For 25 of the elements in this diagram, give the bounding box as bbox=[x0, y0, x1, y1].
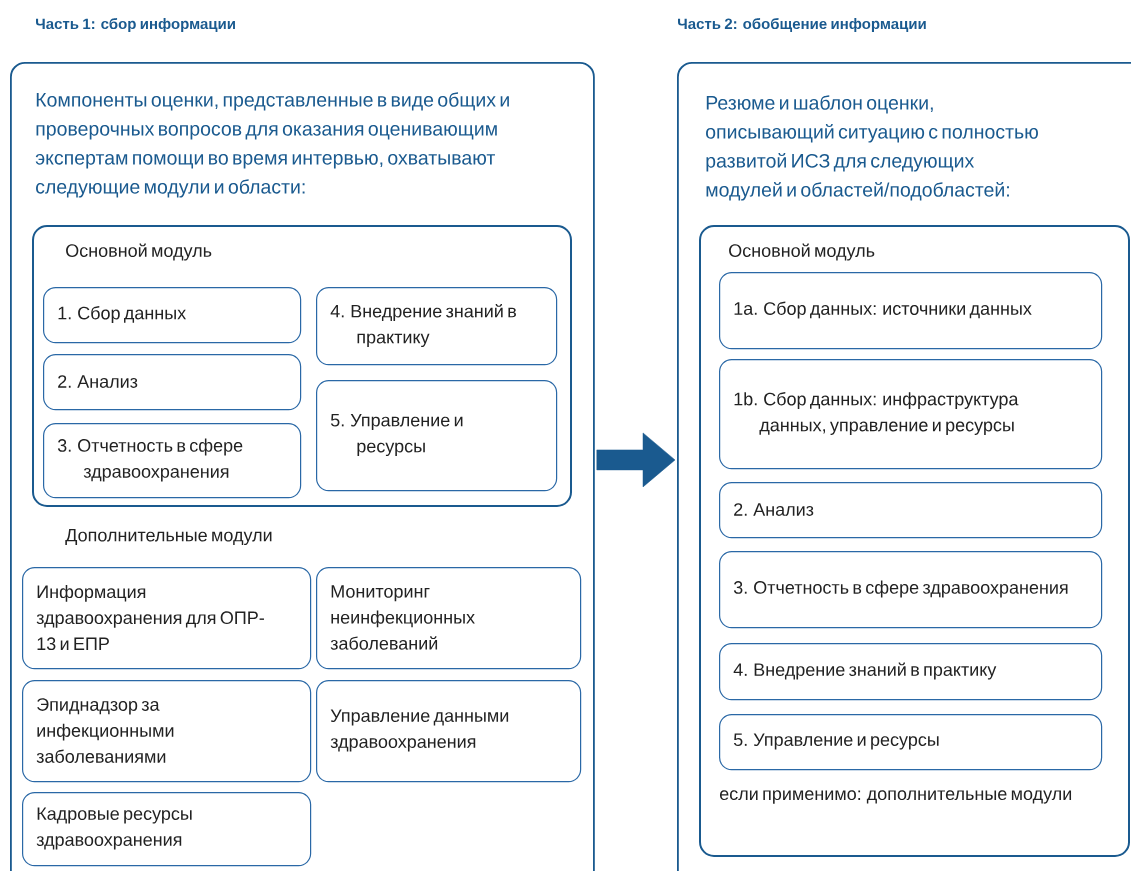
module-box: 3. Отчетность в сфере здравоохранения bbox=[43, 423, 302, 499]
module-box: Мониторинг неинфекционных заболеваний bbox=[316, 567, 582, 670]
module-box: 2. Анализ bbox=[43, 354, 302, 411]
intro-text: Компоненты оценки, представленные в виде общих и проверочных вопросов для оказания оценивающим экспертам помощи во время интервью, охватывают следующие модули и области: bbox=[35, 92, 509, 198]
module-box: Управление данными здравоохранения bbox=[316, 680, 582, 783]
module-box: Кадровые ресурсы здравоохранения bbox=[22, 792, 312, 867]
module-box: 4. Внедрение знаний в практику bbox=[719, 643, 1103, 701]
section-heading: Часть 1: сбор информации bbox=[36, 17, 235, 33]
module-box: 1b. Сбор данных: инфраструктура данных, управление и ресурсы bbox=[719, 359, 1103, 470]
module-box: 1a. Сбор данных: источники данных bbox=[719, 272, 1103, 350]
module-box: Информация здравоохранения для ОПР-13 и ЕПР bbox=[22, 567, 312, 670]
intro-text: Резюме и шаблон оценки, описывающий ситуацию с полностью развитой ИСЗ для следующих модулей и областей/подобластей: bbox=[706, 95, 1038, 201]
subheading: Дополнительные модули bbox=[65, 528, 272, 546]
module-box: Эпиднадзор за инфекционными заболеваниями bbox=[22, 680, 312, 783]
module-box: 4. Внедрение знаний в практику bbox=[316, 287, 558, 366]
group-heading: Основной модуль bbox=[729, 243, 875, 261]
note-text: если применимо: дополнительные модули bbox=[720, 790, 1072, 804]
section-heading: Часть 2: обобщение информации bbox=[678, 17, 926, 33]
group-heading: Основной модуль bbox=[66, 243, 212, 261]
module-box: 3. Отчетность в сфере здравоохранения bbox=[719, 551, 1103, 629]
arrow bbox=[596, 432, 676, 488]
module-box: 5. Управление и ресурсы bbox=[316, 380, 558, 492]
module-box: 5. Управление и ресурсы bbox=[719, 714, 1103, 771]
module-box: 1. Сбор данных bbox=[43, 287, 302, 344]
module-box: 2. Анализ bbox=[719, 482, 1103, 539]
